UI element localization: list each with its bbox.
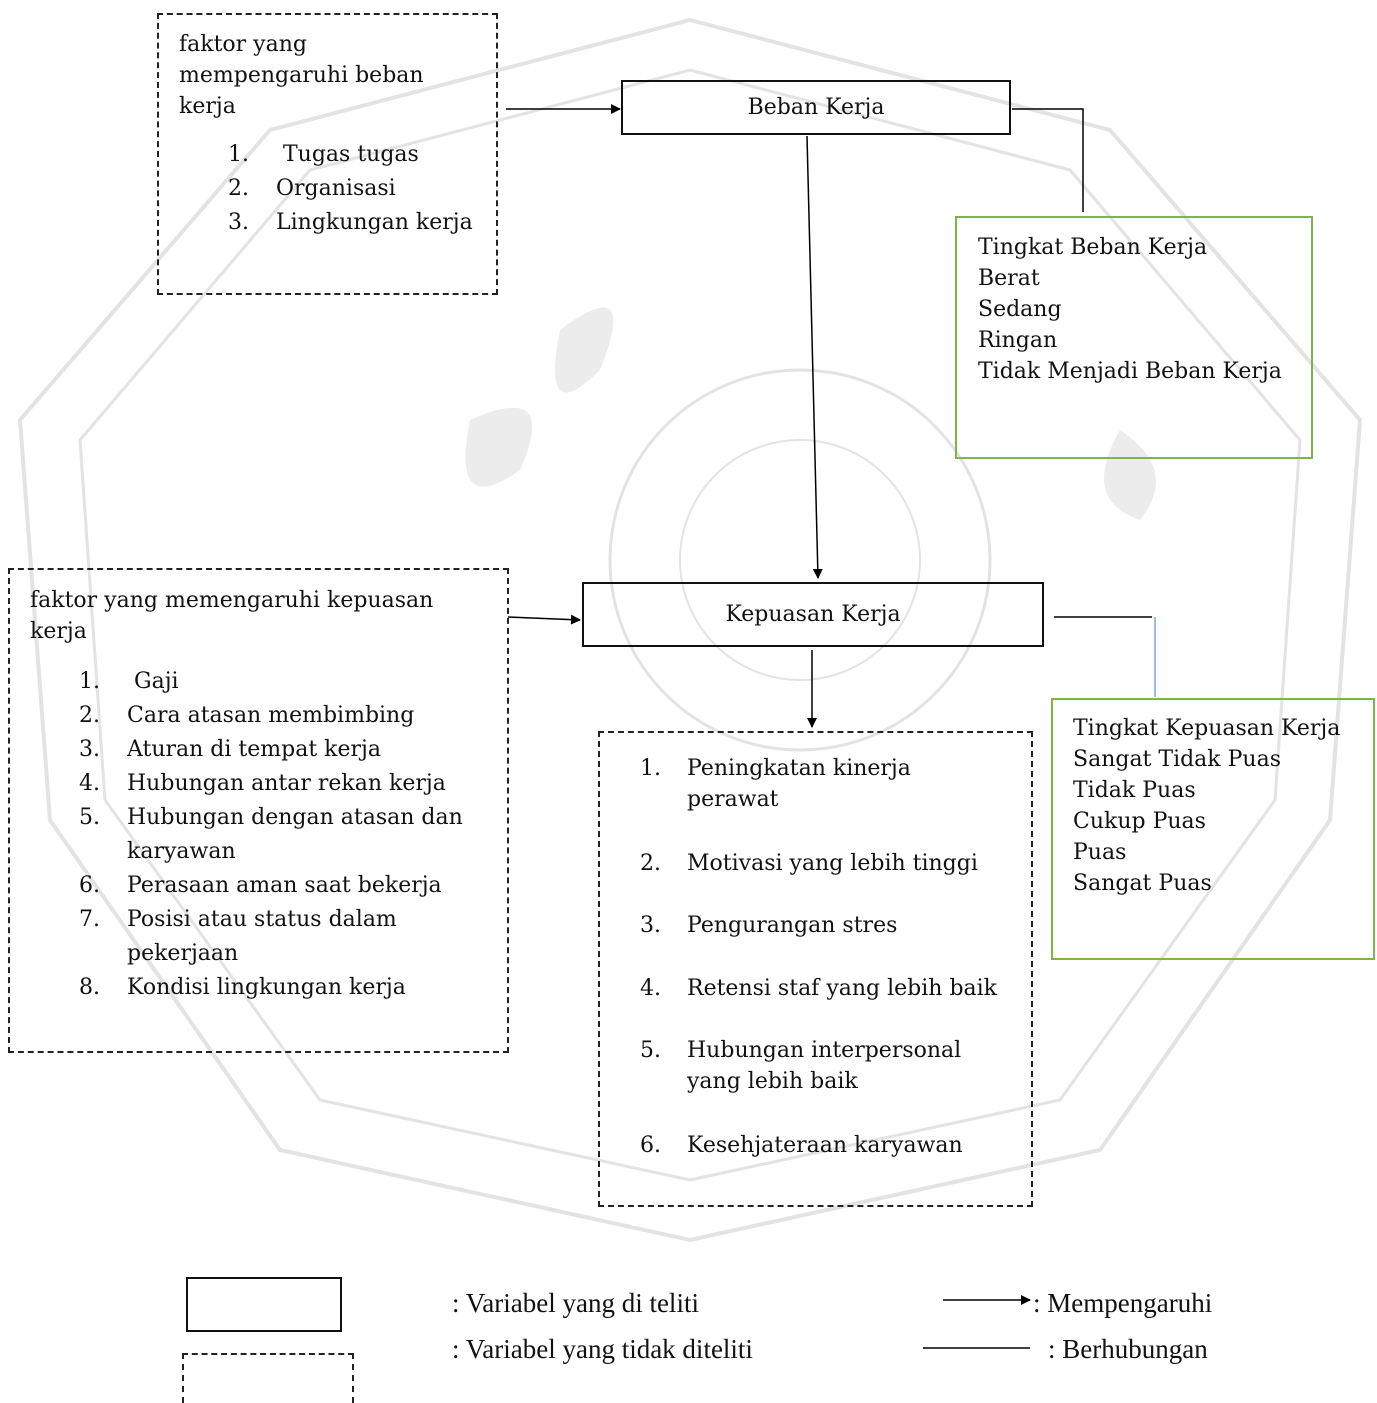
- link-beban-to-tingkat: [1012, 108, 1084, 212]
- list-item: Sangat Puas: [1073, 871, 1212, 896]
- beban-kerja-label: Beban Kerja: [747, 95, 885, 120]
- list-item: Berat: [978, 266, 1040, 291]
- list-item: 8.Kondisi lingkungan kerja: [79, 975, 406, 1000]
- list-item: Puas: [1073, 840, 1127, 865]
- kepuasan-factors-title: faktor yang memengaruhi kepuasan kerja: [30, 588, 434, 644]
- list-item: Ringan: [978, 328, 1058, 353]
- list-item: 2.Cara atasan membimbing: [79, 703, 415, 728]
- kepuasan-kerja-label: Kepuasan Kerja: [725, 602, 901, 627]
- list-item: Sedang: [978, 297, 1062, 322]
- tingkat-kepuasan-title: Tingkat Kepuasan Kerja: [1073, 716, 1341, 741]
- legend-berhubungan: : Berhubungan: [1048, 1334, 1208, 1364]
- list-item: 7.Posisi atau status dalam pekerjaan: [79, 907, 397, 966]
- tingkat-kepuasan-box: Tingkat Kepuasan Kerja Sangat Tidak Puas…: [1051, 698, 1375, 960]
- list-item: 5.Hubungan interpersonal yang lebih baik: [640, 1038, 962, 1094]
- legend-tidak-diteliti: : Variabel yang tidak diteliti: [452, 1334, 753, 1364]
- list-item: 3.Lingkungan kerja: [228, 210, 473, 235]
- list-item: Sangat Tidak Puas: [1073, 747, 1282, 772]
- list-item: 5.Hubungan dengan atasan dan karyawan: [79, 805, 463, 864]
- beban-factors-box: faktor yang mempengaruhi beban kerja 1.T…: [157, 13, 498, 295]
- tingkat-beban-box: Tingkat Beban Kerja Berat Sedang Ringan …: [955, 216, 1313, 459]
- list-item: 2.Motivasi yang lebih tinggi: [640, 851, 978, 876]
- list-item: 2.Organisasi: [228, 176, 396, 201]
- legend-dashed-box-swatch: [182, 1353, 354, 1403]
- list-item: 3.Aturan di tempat kerja: [79, 737, 381, 762]
- list-item: 4.Retensi staf yang lebih baik: [640, 976, 998, 1001]
- kepuasan-factors-box: faktor yang memengaruhi kepuasan kerja 1…: [8, 568, 509, 1053]
- legend-diteliti: : Variabel yang di teliti: [452, 1288, 699, 1318]
- list-item: 1.Tugas tugas: [228, 142, 419, 167]
- kepuasan-factors-list: 1.Gaji 2.Cara atasan membimbing 3.Aturan…: [30, 665, 487, 1005]
- outcomes-box: 1.Peningkatan kinerja perawat 2.Motivasi…: [598, 731, 1033, 1207]
- list-item: 3.Pengurangan stres: [640, 913, 898, 938]
- list-item: Tidak Puas: [1073, 778, 1196, 803]
- beban-factors-title: faktor yang mempengaruhi beban kerja: [179, 32, 424, 119]
- outcomes-list: 1.Peningkatan kinerja perawat 2.Motivasi…: [618, 753, 1013, 1161]
- arrow-beban-to-kepuasan: [806, 135, 823, 579]
- legend-solid-box-swatch: [186, 1277, 342, 1332]
- list-item: 6.Perasaan aman saat bekerja: [79, 873, 442, 898]
- arrow-kepuasan-factors-to-kepuasan: [507, 614, 581, 625]
- list-item: Tidak Menjadi Beban Kerja: [978, 359, 1282, 384]
- list-item: 1.Gaji: [79, 669, 179, 694]
- tingkat-beban-title: Tingkat Beban Kerja: [978, 235, 1208, 260]
- list-item: 6.Kesehjateraan karyawan: [640, 1133, 963, 1158]
- list-item: 4.Hubungan antar rekan kerja: [79, 771, 446, 796]
- legend-mempengaruhi: : Mempengaruhi: [1033, 1288, 1213, 1318]
- list-item: 1.Peningkatan kinerja perawat: [640, 756, 911, 812]
- list-item: Cukup Puas: [1073, 809, 1206, 834]
- beban-kerja-box: Beban Kerja: [621, 80, 1011, 135]
- beban-factors-list: 1.Tugas tugas 2.Organisasi 3.Lingkungan …: [179, 138, 476, 240]
- kepuasan-kerja-box: Kepuasan Kerja: [582, 582, 1044, 647]
